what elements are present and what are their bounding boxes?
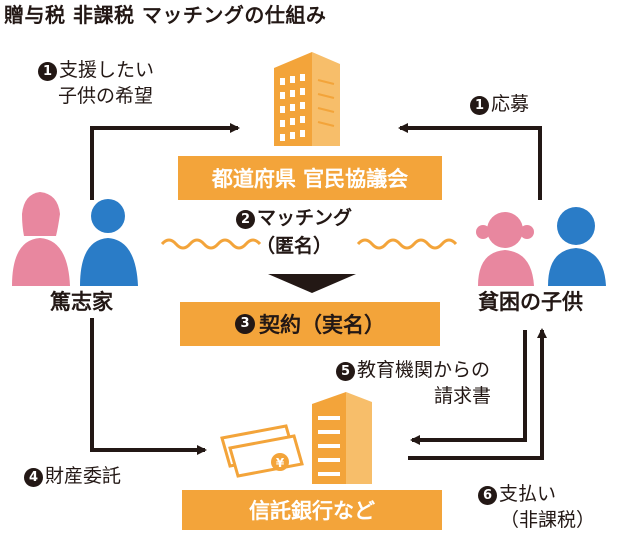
contract-label: 契約（実名） [259, 313, 385, 337]
step-label-line1: 支払い [499, 483, 557, 505]
bank-label: 信託銀行など [249, 499, 375, 523]
arrow-bank-to-children [408, 328, 547, 460]
step-label: 応募 [491, 93, 530, 115]
step-number: 6 [478, 486, 497, 505]
council-label: 都道府県 官民協議会 [211, 167, 409, 191]
arrow-children-to-council [398, 123, 542, 200]
bank-building-icon [312, 392, 372, 484]
step-label-line2: 子供の希望 [58, 85, 154, 107]
arrow-donor-to-council [90, 123, 240, 200]
step-number: 4 [24, 468, 43, 487]
step-label-line2: 請求書 [434, 385, 492, 407]
step-number: 1 [470, 96, 489, 115]
matching-down-arrow [268, 274, 356, 293]
office-building-icon [274, 52, 340, 146]
wave-right [356, 238, 458, 250]
arrow-donor-to-bank [90, 318, 207, 455]
svg-text:¥: ¥ [276, 456, 285, 470]
step-label-line1: 教育機関からの [357, 359, 491, 381]
council-box: 都道府県 官民協議会 [178, 156, 442, 200]
wave-left [160, 238, 262, 250]
adult-people-icon [12, 192, 138, 286]
step-label: 財産委託 [45, 465, 122, 487]
step-label-line1: 支援したい [59, 59, 155, 81]
step-number: 3 [235, 314, 255, 334]
donor-label: 篤志家 [50, 290, 113, 314]
bank-box: 信託銀行など [182, 490, 442, 530]
child-people-icon [476, 207, 606, 286]
step-number: 2 [236, 210, 255, 229]
step-number: 5 [336, 362, 355, 381]
step-label-line2: （匿名） [256, 235, 333, 257]
arrow-children-to-bank [410, 330, 527, 445]
children-label: 貧困の子供 [478, 290, 583, 314]
step-label-line2: （非課税） [500, 509, 596, 531]
banknote-yen-icon: ¥ [220, 424, 304, 478]
step-label-line1: マッチング [257, 207, 353, 229]
step-number: 1 [38, 62, 57, 81]
page-title: 贈与税 非課税 マッチングの仕組み [4, 3, 327, 27]
